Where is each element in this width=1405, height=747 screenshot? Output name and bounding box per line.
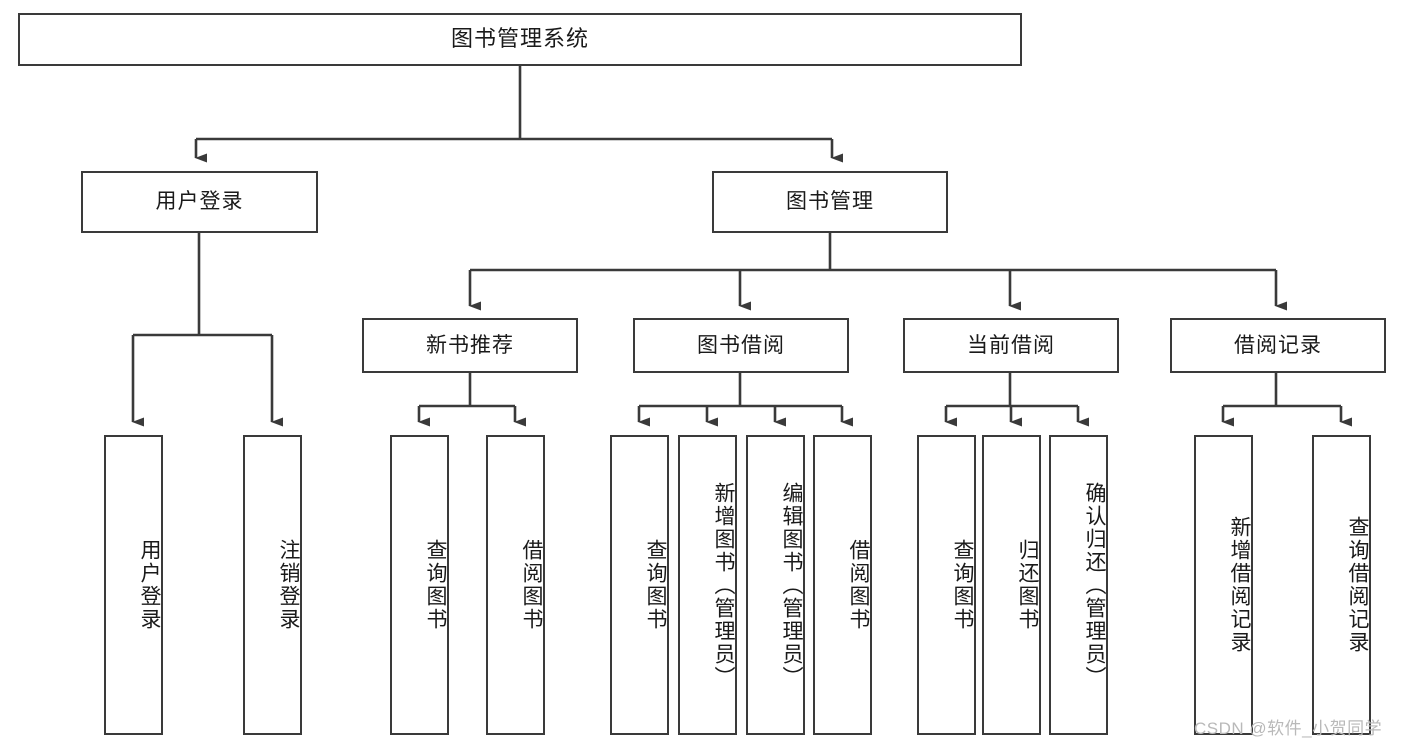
- leaf-user-login[interactable]: 用户登录: [104, 435, 163, 735]
- node-root[interactable]: 图书管理系统: [18, 13, 1022, 66]
- leaf-query-book-recommend[interactable]: 查询图书: [390, 435, 449, 735]
- leaf-edit-book-admin[interactable]: 编辑图书（管理员）: [746, 435, 805, 735]
- node-book-manage[interactable]: 图书管理: [712, 171, 948, 233]
- leaf-query-book-current[interactable]: 查询图书: [917, 435, 976, 735]
- leaf-borrow-book[interactable]: 借阅图书: [813, 435, 872, 735]
- watermark-label: CSDN @软件_小贺同学: [1194, 719, 1383, 738]
- node-user-login[interactable]: 用户登录: [81, 171, 318, 233]
- leaf-borrow-book-recommend[interactable]: 借阅图书: [486, 435, 545, 735]
- node-new-book-recommend[interactable]: 新书推荐: [362, 318, 578, 373]
- leaf-query-borrow-record[interactable]: 查询借阅记录: [1312, 435, 1371, 735]
- leaf-add-book-admin[interactable]: 新增图书（管理员）: [678, 435, 737, 735]
- leaf-confirm-return-admin[interactable]: 确认归还（管理员）: [1049, 435, 1108, 735]
- node-current-borrow[interactable]: 当前借阅: [903, 318, 1119, 373]
- leaf-add-borrow-record[interactable]: 新增借阅记录: [1194, 435, 1253, 735]
- leaf-logout-login[interactable]: 注销登录: [243, 435, 302, 735]
- leaf-return-book[interactable]: 归还图书: [982, 435, 1041, 735]
- node-book-borrow[interactable]: 图书借阅: [633, 318, 849, 373]
- node-borrow-record[interactable]: 借阅记录: [1170, 318, 1386, 373]
- leaf-query-book-borrow[interactable]: 查询图书: [610, 435, 669, 735]
